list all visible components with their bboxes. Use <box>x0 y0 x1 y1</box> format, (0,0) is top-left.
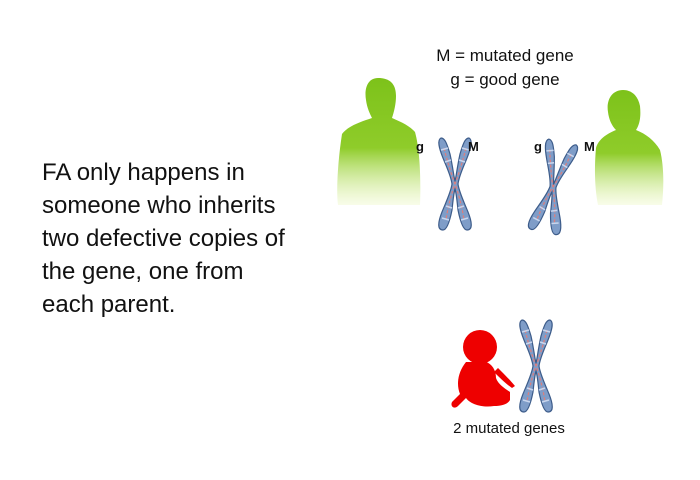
explanation-text: FA only happens in someone who inherits … <box>42 156 342 321</box>
mother-mutated-gene-label: M <box>584 139 595 154</box>
mother-good-gene-label: g <box>534 139 542 154</box>
baby-silhouette <box>451 330 515 408</box>
father-silhouette <box>337 78 421 205</box>
father-mutated-gene-label: M <box>468 139 479 154</box>
explanation-line: each parent. <box>42 291 176 318</box>
explanation-line: someone who inherits <box>42 192 276 219</box>
child-chromosome-icon <box>519 319 553 413</box>
explanation-line: the gene, one from <box>42 258 244 285</box>
explanation-line: FA only happens in <box>42 159 245 186</box>
mother-silhouette <box>594 90 664 205</box>
child-caption: 2 mutated genes <box>453 420 565 437</box>
legend-good: g = good gene <box>450 70 560 89</box>
father-chromosome-icon <box>438 137 472 231</box>
father-good-gene-label: g <box>416 139 424 154</box>
gene-legend: M = mutated gene g = good gene <box>400 44 610 92</box>
legend-mutated: M = mutated gene <box>436 46 574 65</box>
explanation-line: two defective copies of <box>42 225 285 252</box>
